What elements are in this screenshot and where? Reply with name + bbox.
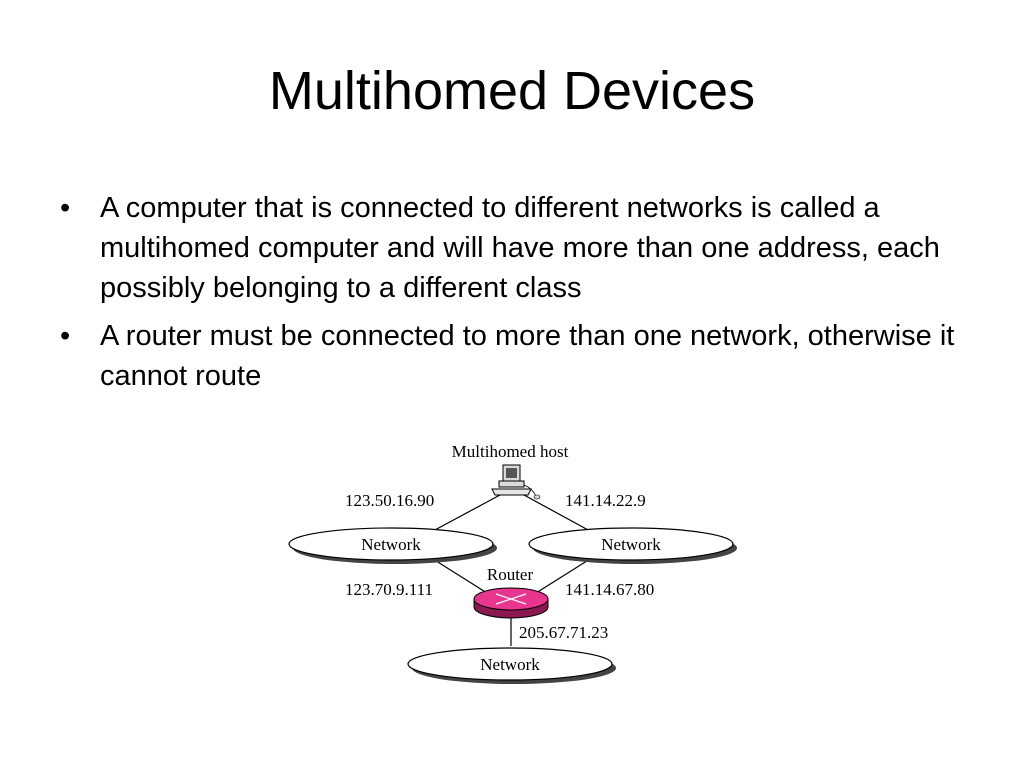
bullet-text: A computer that is connected to differen… [100,192,940,304]
ip-host-right: 141.14.22.9 [565,491,646,510]
router-icon [473,587,549,619]
network-left: Network [288,527,497,564]
bullet-item: • A router must be connected to more tha… [60,316,980,396]
bullet-marker: • [60,320,71,352]
network-left-label: Network [361,535,421,554]
bullet-marker: • [60,192,71,224]
bullet-list: • A computer that is connected to differ… [60,188,980,404]
link-host-left-network [432,494,501,532]
link-left-network-router [432,558,488,594]
ip-router-bottom: 205.67.71.23 [519,623,608,642]
network-right: Network [528,527,737,564]
ip-host-left: 123.50.16.90 [345,491,434,510]
bullet-item: • A computer that is connected to differ… [60,188,980,308]
bullet-text: A router must be connected to more than … [100,320,955,392]
router-label: Router [487,565,534,584]
network-right-label: Network [601,535,661,554]
ip-router-right: 141.14.67.80 [565,580,654,599]
network-bottom: Network [407,647,616,684]
network-bottom-label: Network [480,655,540,674]
slide-title: Multihomed Devices [268,61,756,121]
link-right-network-router [535,558,591,594]
computer-icon [491,464,541,500]
ip-router-left: 123.70.9.111 [345,580,433,599]
host-label: Multihomed host [452,442,569,461]
link-host-right-network [523,494,591,532]
